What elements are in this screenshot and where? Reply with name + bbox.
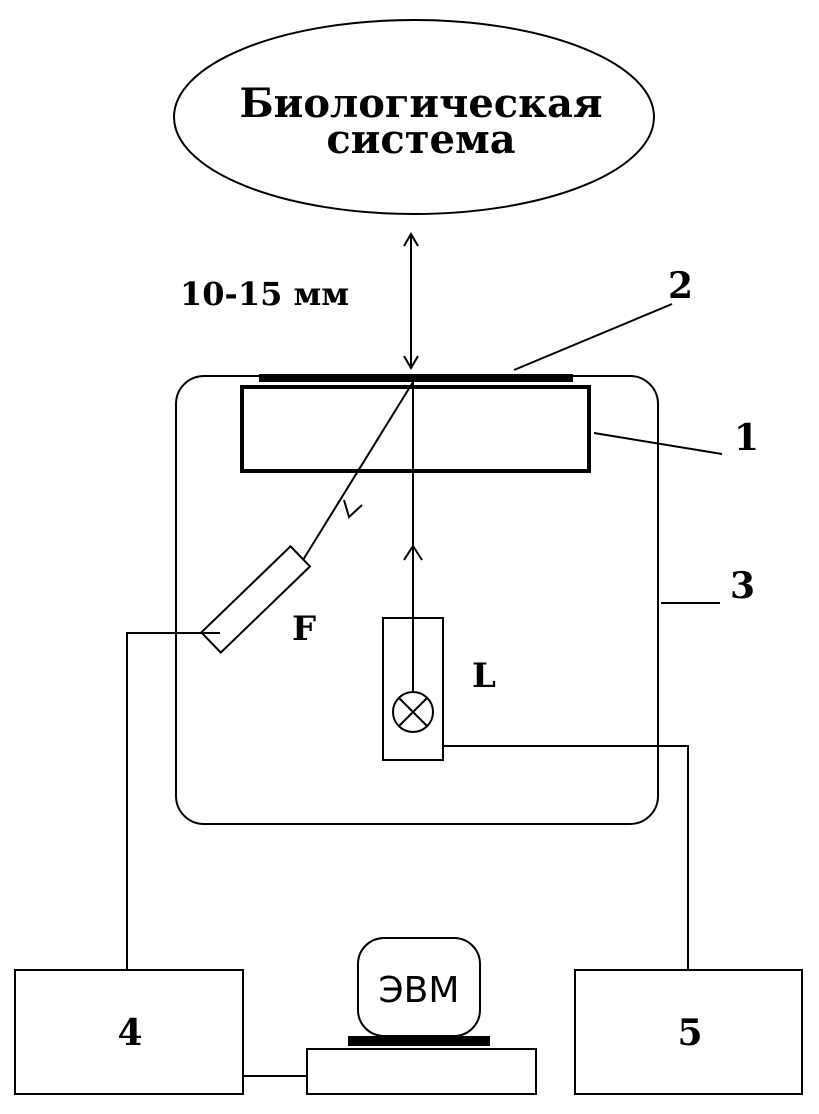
reflected-beam — [302, 381, 414, 561]
wire-lamp-to-5 — [443, 745, 689, 970]
housing-3 — [175, 375, 659, 825]
distance-arrow — [403, 232, 419, 370]
filter-label: F — [292, 609, 316, 649]
distance-label: 10-15 мм — [180, 275, 349, 313]
lamp-label: L — [472, 656, 496, 696]
filter-F — [199, 544, 312, 654]
plate-2 — [259, 374, 573, 382]
biological-system-ellipse — [173, 19, 655, 215]
bio-label-line2: система — [326, 116, 515, 163]
label-2: 2 — [668, 265, 693, 307]
leader-1 — [593, 432, 723, 455]
block-4 — [14, 969, 244, 1095]
leader-2 — [513, 303, 673, 371]
lamp-bulb-icon — [392, 691, 434, 733]
computer-icon — [306, 937, 537, 1095]
wire-filter-to-4 — [126, 632, 220, 970]
block-5 — [574, 969, 803, 1095]
label-4: 4 — [117, 1012, 142, 1054]
label-5: 5 — [677, 1012, 702, 1054]
lamp-housing — [382, 617, 444, 761]
label-1: 1 — [734, 417, 759, 459]
computer-label: ЭВМ — [379, 970, 460, 1011]
label-3: 3 — [730, 565, 755, 607]
bio-label-line1: Биологическая — [239, 80, 602, 127]
element-1 — [240, 385, 591, 473]
light-beam — [403, 380, 423, 693]
